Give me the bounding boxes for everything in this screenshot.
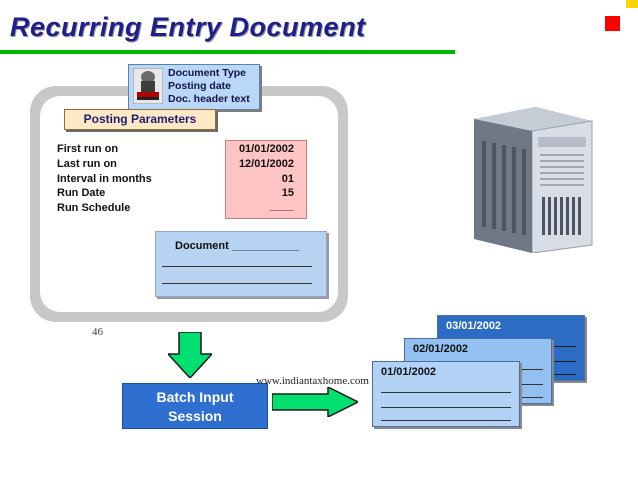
document-blank-line [381, 407, 511, 408]
document-blank-line [381, 420, 511, 421]
watermark-url: www.indiantaxhome.com [256, 375, 369, 387]
document-blank-line [517, 384, 543, 385]
posting-parameters-label: Posting Parameters [64, 109, 216, 130]
batch-input-session-box [122, 383, 268, 429]
param-label-last-run: Last run on [57, 158, 117, 170]
param-value-last-run: 12/01/2002 [238, 158, 294, 170]
document-blank-line [550, 374, 576, 375]
server-icon [474, 107, 593, 253]
batch-input-label-line1: Batch Input [156, 389, 234, 405]
decorative-yellow-square [626, 0, 638, 8]
document-blank-line [550, 361, 576, 362]
document-blank-line [381, 392, 511, 393]
document-blank-line [517, 397, 543, 398]
param-value-run-date: 15 [281, 187, 294, 199]
document-blank-line [162, 283, 312, 284]
param-value-first-run: 01/01/2002 [238, 143, 294, 155]
slide-title: Recurring Entry Document [10, 12, 366, 42]
posting-date-label: Posting date [168, 80, 232, 92]
document-blank-line [517, 369, 543, 370]
param-value-run-schedule: ____ [269, 200, 294, 212]
document-blank-line [162, 266, 312, 267]
doc-type-label: Document Type [168, 67, 246, 79]
parameter-values-box [225, 140, 307, 219]
document-box-label: Document ___________ [175, 240, 300, 252]
stamp-icon [133, 68, 163, 104]
batch-input-label-line2: Session [168, 408, 222, 424]
doc-header-text-label: Doc. header text [168, 93, 250, 105]
right-arrow-icon [272, 387, 358, 417]
document-blank-line [550, 346, 576, 347]
page-number: 46 [92, 326, 103, 338]
document-date: 02/01/2002 [413, 343, 469, 355]
down-arrow-icon [168, 332, 212, 378]
generated-document-card: 01/01/2002 [372, 361, 520, 427]
document-box [155, 231, 327, 297]
param-label-run-schedule: Run Schedule [57, 202, 131, 214]
title-underline [0, 50, 455, 54]
param-label-first-run: First run on [57, 143, 119, 155]
document-date: 01/01/2002 [381, 366, 437, 378]
param-label-run-date: Run Date [57, 187, 106, 199]
document-date: 03/01/2002 [446, 320, 502, 332]
param-label-interval: Interval in months [57, 173, 152, 185]
decorative-red-square [605, 16, 620, 31]
param-value-interval: 01 [281, 173, 294, 185]
